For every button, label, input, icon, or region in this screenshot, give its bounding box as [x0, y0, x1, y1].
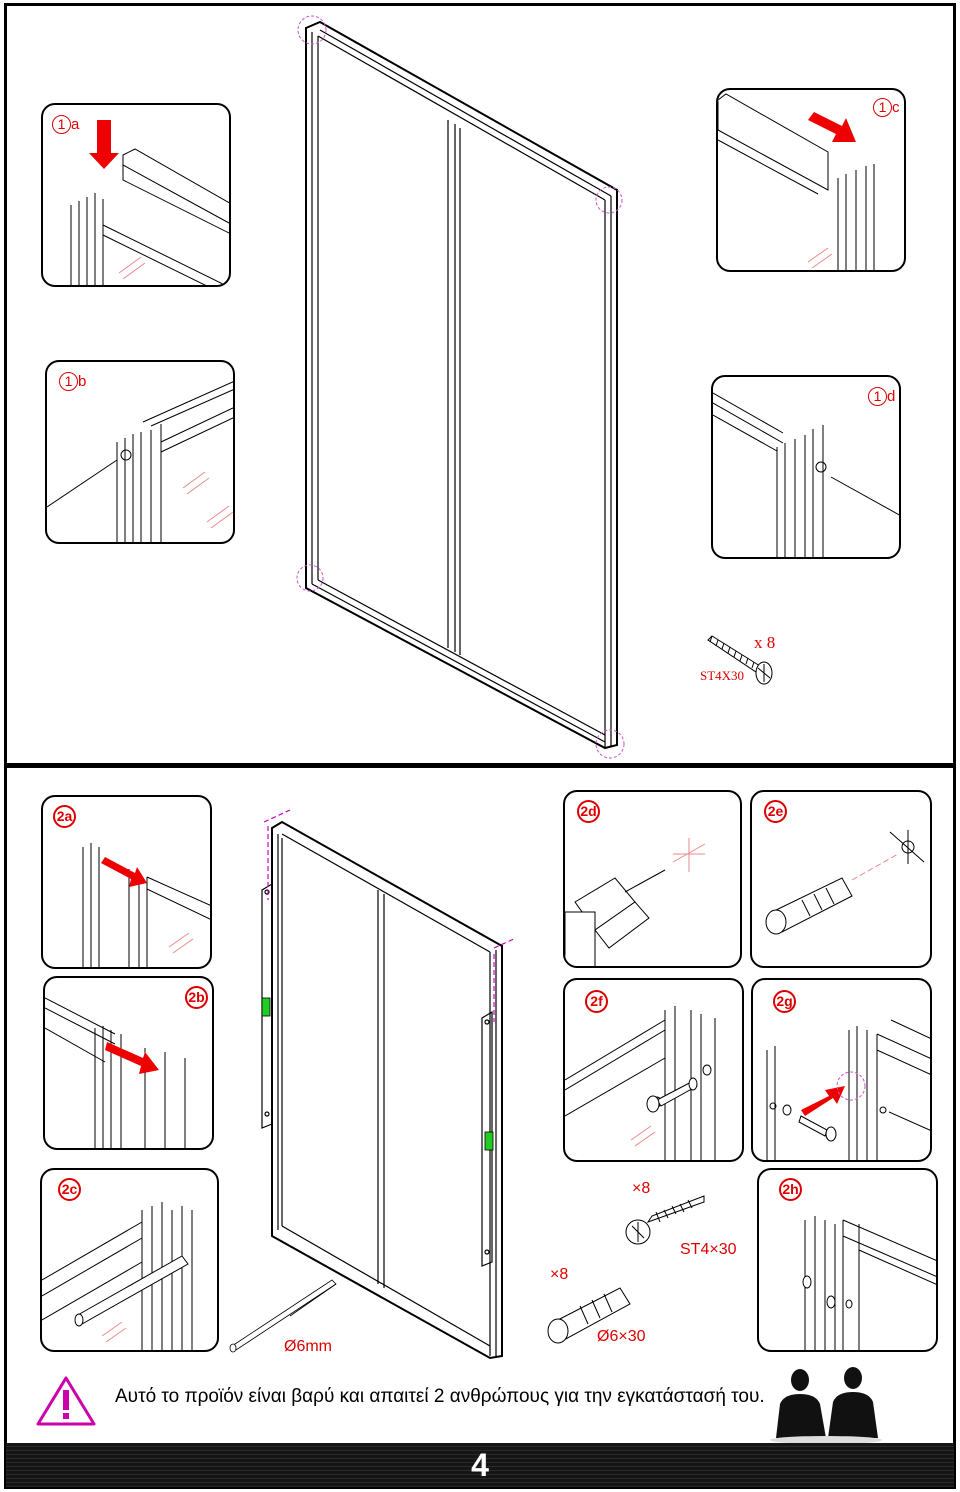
- screw-code-label: ST4X30: [700, 668, 745, 683]
- step-label-2a: 2a: [53, 805, 76, 828]
- detail-panel-2g: 2g: [751, 978, 932, 1162]
- step-label-2e: 2e: [764, 800, 787, 823]
- detail-panel-2d: 2d: [563, 790, 742, 968]
- detail-panel-2h: 2h: [757, 1168, 938, 1352]
- detail-panel-2a: 2a: [41, 795, 212, 969]
- screw2-code-label: ST4×30: [680, 1241, 737, 1258]
- step-label-2f: 2f: [585, 990, 608, 1013]
- detail-panel-2f: 2f: [563, 978, 744, 1162]
- page-footer: 4: [6, 1443, 954, 1487]
- step-label-2h: 2h: [779, 1178, 802, 1201]
- page-number: 4: [471, 1447, 489, 1483]
- door-frame-drawing: [296, 15, 625, 759]
- step-label-2c: 2c: [58, 1178, 81, 1201]
- detail-panel-2e: 2e: [750, 790, 932, 968]
- step1-frame: [4, 3, 956, 766]
- detail-panel-2c: 2c: [40, 1168, 219, 1352]
- drill-size-label: Ø6mm: [284, 1338, 332, 1355]
- screw-count-label: x 8: [754, 633, 776, 652]
- detail-panel-2b: 2b: [43, 976, 214, 1150]
- screw2-count-label: ×8: [632, 1180, 651, 1197]
- step-label-2g: 2g: [773, 990, 796, 1013]
- step-label-2d: 2d: [577, 800, 600, 823]
- warning-text: Αυτό το προϊόν είναι βαρύ και απαιτεί 2 …: [115, 1386, 765, 1407]
- plug-count-label: ×8: [550, 1266, 569, 1283]
- step2-frame: [4, 765, 956, 1489]
- plug-code-label: Ø6×30: [597, 1328, 646, 1345]
- step-label-2b: 2b: [185, 986, 208, 1009]
